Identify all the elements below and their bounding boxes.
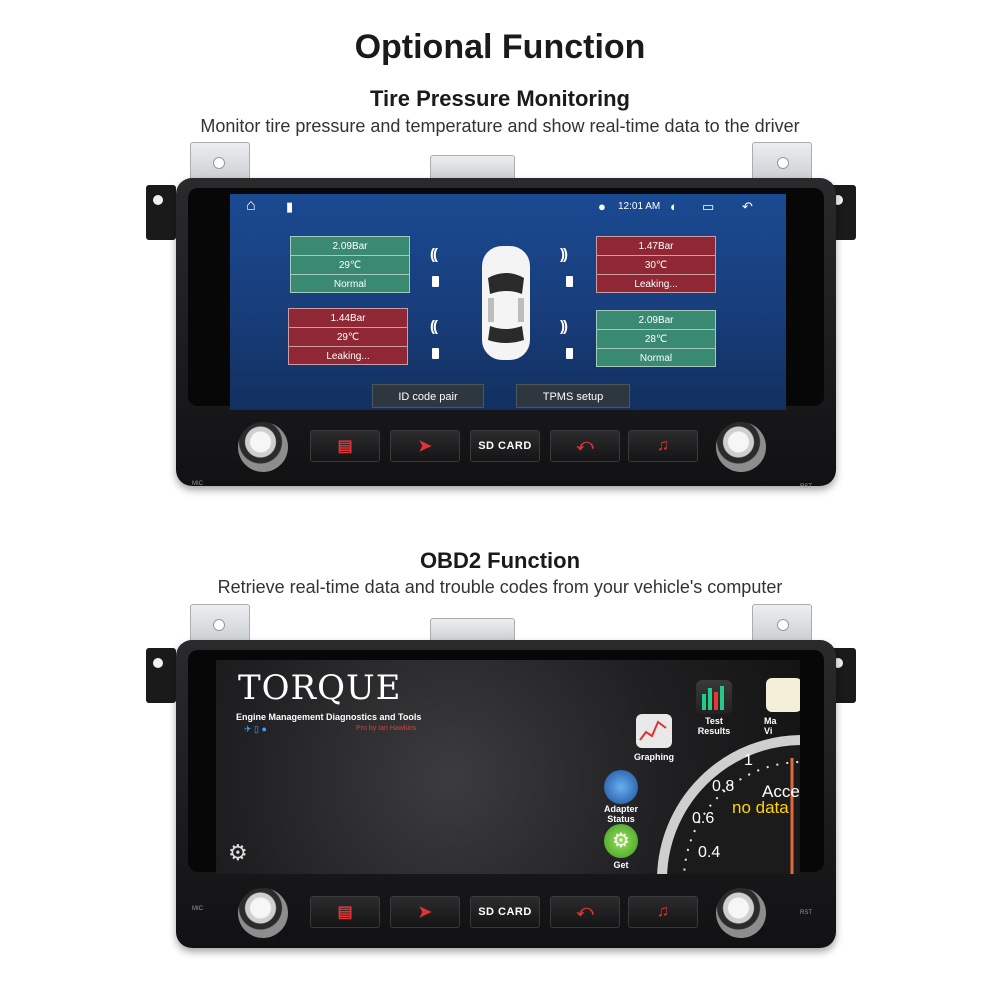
tire-card-front-left: 2.09Bar 29℃ Normal	[290, 236, 410, 293]
back-button[interactable]: ⤺	[550, 896, 620, 928]
control-panel: MIC RST	[176, 868, 836, 948]
volume-knob[interactable]	[238, 888, 288, 938]
notification-icon: ▮	[286, 199, 294, 214]
tpms-heading: Tire Pressure Monitoring	[370, 86, 630, 111]
signal-icon: ))	[560, 246, 568, 263]
home-icon[interactable]: ⌂	[246, 197, 256, 214]
back-icon[interactable]: ↶	[742, 199, 753, 214]
battery-icon	[566, 348, 573, 359]
gauge-value: no data	[732, 798, 789, 817]
accel-gauge	[657, 735, 800, 874]
graphing-label: Graphing	[634, 752, 674, 762]
tire-card-rear-left: 1.44Bar 29℃ Leaking...	[288, 308, 408, 365]
obd-heading: OBD2 Function	[419, 548, 581, 573]
id-code-pair-button[interactable]: ID code pair	[372, 384, 484, 408]
tpms-description: Monitor tire pressure and temperature an…	[200, 116, 800, 136]
torque-screen: TORQUE Engine Management Diagnostics and…	[216, 660, 800, 874]
status-time: 12:01 AM	[618, 201, 661, 212]
mount-ear-left	[146, 648, 176, 703]
tire-pressure: 1.47Bar	[597, 237, 715, 256]
sd-card-button[interactable]: SD CARD	[470, 896, 540, 928]
torque-app-title: TORQUE	[238, 668, 402, 708]
sd-card-button[interactable]: SD CARD	[470, 430, 540, 462]
music-button[interactable]: ♫	[628, 896, 698, 928]
get-fault-codes-icon[interactable]: ⚙	[604, 824, 638, 858]
tire-status: Leaking...	[634, 279, 678, 290]
rst-label: RST	[800, 910, 812, 916]
map-view-icon[interactable]	[766, 678, 800, 712]
tire-pressure: 2.09Bar	[291, 237, 409, 256]
battery-icon	[566, 276, 573, 287]
gauge-tick-1: 1	[744, 752, 753, 769]
head-unit-tpms: ⌂ ▮ ● 12:01 AM ◐ ▭ ↶ 2.09Bar 29℃ Normal …	[176, 178, 836, 490]
gauge-label: Accel	[762, 782, 800, 801]
gauge-tick-04: 0.4	[698, 844, 721, 861]
battery-icon	[432, 276, 439, 287]
get-label: Get	[613, 860, 629, 870]
nav-button[interactable]: ▤	[310, 896, 380, 928]
torque-pro-text: Pro by Ian Hawkins	[356, 725, 417, 732]
tire-temp: 28℃	[597, 330, 715, 349]
adapter-status-icon[interactable]	[604, 770, 638, 804]
signal-icon: ((	[430, 318, 438, 335]
tire-status: Normal	[333, 279, 367, 290]
status-bar: ⌂ ▮ ● 12:01 AM ◐ ▭ ↶	[230, 194, 786, 220]
torque-status-icons: ✈ ▯ ●	[244, 724, 267, 734]
location-icon: ●	[598, 199, 606, 214]
signal-icon: ))	[560, 318, 568, 335]
tire-temp: 29℃	[291, 256, 409, 275]
rst-label: RST	[800, 484, 812, 490]
tire-pressure: 2.09Bar	[597, 311, 715, 330]
head-unit-obd: TORQUE Engine Management Diagnostics and…	[176, 640, 836, 948]
signal-icon: ((	[430, 246, 438, 263]
gps-button[interactable]: ➤	[390, 430, 460, 462]
tpms-setup-button[interactable]: TPMS setup	[516, 384, 630, 408]
tire-card-rear-right: 2.09Bar 28℃ Normal	[596, 310, 716, 367]
graphing-icon[interactable]	[636, 714, 672, 748]
recent-apps-icon[interactable]: ▭	[702, 199, 715, 214]
car-icon	[482, 246, 530, 360]
gauge-tick-06: 0.6	[692, 810, 715, 827]
obd-description: Retrieve real-time data and trouble code…	[217, 577, 783, 597]
tire-pressure: 1.44Bar	[289, 309, 407, 328]
tpms-screen: ⌂ ▮ ● 12:01 AM ◐ ▭ ↶ 2.09Bar 29℃ Normal …	[230, 194, 786, 410]
tire-status: Leaking...	[326, 351, 370, 362]
music-button[interactable]: ♫	[628, 430, 698, 462]
mic-label: MIC	[192, 481, 203, 487]
tire-status: Normal	[639, 353, 673, 364]
back-button[interactable]: ⤺	[550, 430, 620, 462]
tire-temp: 30℃	[597, 256, 715, 275]
test-results-icon[interactable]	[696, 680, 732, 714]
brightness-icon[interactable]: ◐	[670, 199, 678, 214]
page-title: Optional Function	[354, 28, 646, 66]
nav-button[interactable]: ▤	[310, 430, 380, 462]
tire-card-front-right: 1.47Bar 30℃ Leaking...	[596, 236, 716, 293]
battery-icon	[432, 348, 439, 359]
mic-label: MIC	[192, 906, 203, 912]
tire-temp: 29℃	[289, 328, 407, 347]
gps-button[interactable]: ➤	[390, 896, 460, 928]
torque-app-subtitle: Engine Management Diagnostics and Tools	[236, 712, 422, 722]
gauge-tick-08: 0.8	[712, 778, 735, 795]
control-panel: MIC RST	[176, 406, 836, 490]
tune-knob[interactable]	[716, 888, 766, 938]
mount-ear-left	[146, 185, 176, 240]
volume-knob[interactable]	[238, 422, 288, 472]
tune-knob[interactable]	[716, 422, 766, 472]
settings-gear-icon[interactable]: ⚙	[228, 840, 248, 865]
